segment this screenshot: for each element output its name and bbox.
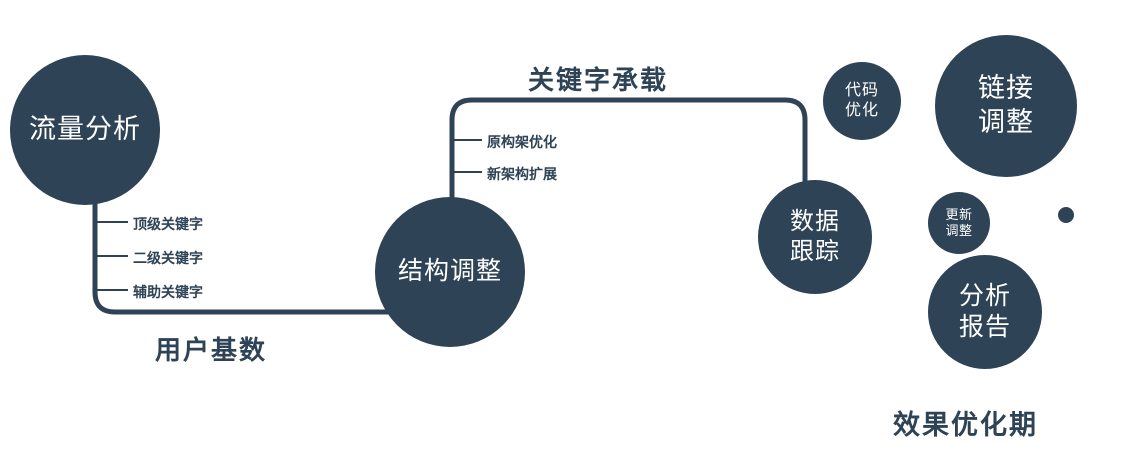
node-label: 调整 — [945, 223, 973, 238]
node-label: 链接 — [978, 73, 1034, 104]
node-traffic-analysis: 流量分析 — [10, 55, 160, 205]
node-structure-adjustment: 结构调整 — [375, 197, 525, 347]
node-label: 跟踪 — [790, 238, 840, 265]
node-label: 代码 — [844, 82, 879, 99]
node-code-optimization: 代码 优化 — [823, 62, 901, 140]
edge-label-user-base: 用户基数 — [155, 335, 268, 365]
branch-label-second-keyword: 二级关键字 — [133, 250, 203, 266]
branch-label-top-keyword: 顶级关键字 — [133, 216, 203, 232]
branch-label-aux-keyword: 辅助关键字 — [133, 284, 203, 300]
node-label: 流量分析 — [29, 114, 141, 145]
node-label: 优化 — [844, 102, 879, 119]
branch-label-original-arch: 原构架优化 — [487, 134, 557, 150]
caption-effect-optimization: 效果优化期 — [893, 410, 1038, 440]
edge-label-keyword-carry: 关键字承载 — [528, 65, 669, 95]
node-label: 更新 — [945, 206, 973, 222]
connector-traffic-to-structure — [92, 192, 395, 315]
node-label: 数据 — [790, 208, 840, 235]
node-link-adjustment: 链接 调整 — [935, 35, 1077, 177]
node-label: 分析 — [958, 281, 1011, 310]
node-label: 调整 — [978, 107, 1034, 137]
connector-structure-to-data — [449, 97, 808, 200]
node-update-adjustment: 更新 调整 — [928, 192, 990, 254]
bullet-dot — [1058, 207, 1074, 223]
node-analysis-report: 分析 报告 — [928, 255, 1042, 369]
node-label: 结构调整 — [397, 257, 502, 286]
node-data-tracking: 数据 跟踪 — [758, 180, 872, 294]
node-label: 报告 — [958, 313, 1011, 341]
branch-label-new-arch: 新架构扩展 — [487, 166, 557, 182]
